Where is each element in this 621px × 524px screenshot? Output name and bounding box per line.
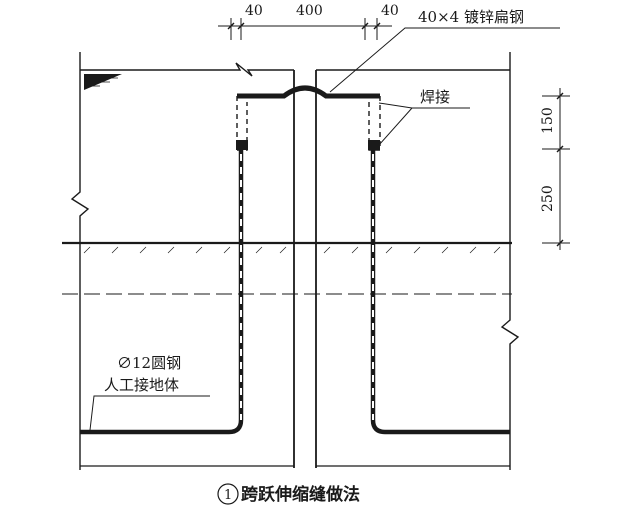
label-earth-electrode-group: ∅12圆钢 人工接地体 xyxy=(89,354,210,431)
left-wall-edge xyxy=(70,52,90,470)
label-earth-body: 人工接地体 xyxy=(104,376,179,394)
flat-steel-jumper xyxy=(236,85,381,151)
weld-point-right xyxy=(368,140,380,150)
dim-top-1: 40 xyxy=(245,3,263,19)
caption-number-circle xyxy=(217,483,239,505)
dim-top-2: 400 xyxy=(296,3,323,19)
right-earth-electrode xyxy=(370,150,510,435)
right-dimension-chain: 150 250 xyxy=(540,88,570,250)
left-earth-electrode xyxy=(80,150,244,435)
wall-outline xyxy=(70,52,520,470)
dim-right-2: 250 xyxy=(540,185,556,212)
dim-top-3: 40 xyxy=(381,3,399,19)
label-round-steel: ∅12圆钢 xyxy=(117,354,181,372)
label-flat-steel-group: 40×4 镀锌扁钢 xyxy=(329,8,560,93)
right-wall-edge xyxy=(500,52,520,470)
caption: 1 跨跃伸缩缝做法 xyxy=(217,483,360,505)
label-welding: 焊接 xyxy=(420,88,450,106)
water-level-symbol xyxy=(84,74,122,90)
dim-right-1: 150 xyxy=(540,107,556,134)
top-edge-left xyxy=(80,62,294,77)
top-dimension-chain: 40 400 40 xyxy=(218,3,399,40)
caption-number: 1 xyxy=(224,488,232,503)
caption-title: 跨跃伸缩缝做法 xyxy=(241,484,360,505)
weld-point-left xyxy=(236,140,248,150)
ground-line xyxy=(62,241,512,254)
label-welding-group: 焊接 xyxy=(378,88,470,146)
label-flat-steel: 40×4 镀锌扁钢 xyxy=(418,8,524,26)
